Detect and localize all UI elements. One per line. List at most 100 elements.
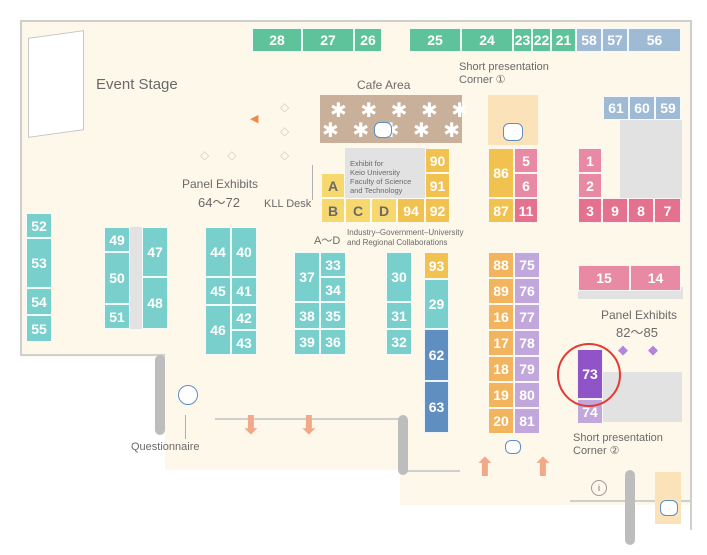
booth-62[interactable]: 62 (424, 329, 449, 381)
booth-21[interactable]: 21 (551, 28, 576, 52)
entrance-arrow-4-icon: ⬆ (532, 452, 554, 482)
event-stage-label: Event Stage (96, 76, 178, 93)
booth-60[interactable]: 60 (629, 96, 655, 120)
booth-33[interactable]: 33 (320, 252, 346, 277)
booth-78[interactable]: 78 (514, 330, 540, 356)
booth-36[interactable]: 36 (320, 329, 346, 355)
booth-6[interactable]: 6 (514, 173, 538, 198)
booth-9[interactable]: 9 (602, 198, 628, 223)
booth-47[interactable]: 47 (142, 227, 168, 277)
booth-80[interactable]: 80 (514, 382, 540, 408)
booth-90[interactable]: 90 (425, 148, 450, 173)
booth-d[interactable]: D (371, 198, 397, 223)
booth-24[interactable]: 24 (461, 28, 513, 52)
panel-exhibit-panels-3: ◆◆ (618, 342, 678, 357)
booth-38[interactable]: 38 (294, 302, 320, 329)
booth-40[interactable]: 40 (231, 227, 257, 277)
booth-1[interactable]: 1 (578, 148, 602, 173)
workstation-icon-81 (505, 440, 521, 454)
booth-57[interactable]: 57 (602, 28, 628, 52)
short-presentation-1-line1: Short presentation (459, 61, 549, 73)
booth-79[interactable]: 79 (514, 356, 540, 382)
booth-16[interactable]: 16 (488, 304, 514, 330)
booth-50[interactable]: 50 (104, 252, 130, 304)
booth-46[interactable]: 46 (205, 305, 231, 355)
booth-15[interactable]: 15 (578, 265, 630, 291)
booth-19[interactable]: 19 (488, 382, 514, 408)
booth-93[interactable]: 93 (424, 252, 449, 279)
booth-44[interactable]: 44 (205, 227, 231, 277)
booth-22[interactable]: 22 (532, 28, 551, 52)
booth-61[interactable]: 61 (603, 96, 629, 120)
booth-a[interactable]: A (321, 173, 345, 198)
booth-76[interactable]: 76 (514, 278, 540, 304)
cafe-table-icons-row2: ✱ ✱ ✱ ✱ ✱ (322, 120, 465, 142)
booth-41[interactable]: 41 (231, 277, 257, 305)
booth-34[interactable]: 34 (320, 277, 346, 302)
wall-lower-right (690, 280, 692, 530)
booth-11[interactable]: 11 (514, 198, 538, 223)
booth-94[interactable]: 94 (397, 198, 425, 223)
keio-line3: Faculty of Science (350, 177, 412, 186)
booth-31[interactable]: 31 (386, 302, 412, 329)
booth-26[interactable]: 26 (354, 28, 382, 52)
booth-48[interactable]: 48 (142, 277, 168, 329)
questionnaire-label: Questionnaire (131, 441, 200, 453)
outer-wall (20, 20, 692, 356)
booth-b[interactable]: B (321, 198, 345, 223)
wall-bottom-left (20, 354, 165, 356)
workstation-icon-corner2 (660, 500, 678, 516)
booth-63[interactable]: 63 (424, 381, 449, 433)
collab-line2: and Regional Collaborations (347, 238, 448, 247)
booth-5[interactable]: 5 (514, 148, 538, 173)
booth-59[interactable]: 59 (655, 96, 681, 120)
booth-53[interactable]: 53 (26, 238, 52, 288)
wall-entrance (215, 418, 400, 420)
booth-29[interactable]: 29 (424, 279, 449, 329)
booth-92[interactable]: 92 (425, 198, 450, 223)
booth-c[interactable]: C (345, 198, 371, 223)
booth-23[interactable]: 23 (513, 28, 532, 52)
booth-7[interactable]: 7 (654, 198, 681, 223)
booth-56[interactable]: 56 (628, 28, 681, 52)
booth-3[interactable]: 3 (578, 198, 602, 223)
booth-91[interactable]: 91 (425, 173, 450, 198)
booth-43[interactable]: 43 (231, 330, 257, 355)
booth-55[interactable]: 55 (26, 315, 52, 342)
booth-87[interactable]: 87 (488, 198, 514, 223)
booth-14[interactable]: 14 (630, 265, 681, 291)
booth-81[interactable]: 81 (514, 408, 540, 434)
booth-58[interactable]: 58 (576, 28, 602, 52)
booth-2[interactable]: 2 (578, 173, 602, 198)
collab-line1: Industry–Government–University (347, 228, 464, 237)
booth-18[interactable]: 18 (488, 356, 514, 382)
booth-51[interactable]: 51 (104, 304, 130, 329)
booth-54[interactable]: 54 (26, 288, 52, 315)
booth-77[interactable]: 77 (514, 304, 540, 330)
booth-25[interactable]: 25 (409, 28, 461, 52)
booth-39[interactable]: 39 (294, 329, 320, 355)
booth-52[interactable]: 52 (26, 213, 52, 238)
booth-86[interactable]: 86 (488, 148, 514, 198)
booth-28[interactable]: 28 (252, 28, 302, 52)
booth-49[interactable]: 49 (104, 227, 130, 252)
booth-89[interactable]: 89 (488, 278, 514, 304)
booth-20[interactable]: 20 (488, 408, 514, 434)
booth-45[interactable]: 45 (205, 277, 231, 305)
cafe-area-label: Cafe Area (357, 78, 411, 92)
collab-prefix: A～D (314, 235, 341, 247)
booth-30[interactable]: 30 (386, 252, 412, 302)
booth-42[interactable]: 42 (231, 305, 257, 330)
booth-35[interactable]: 35 (320, 302, 346, 329)
booth-17[interactable]: 17 (488, 330, 514, 356)
pillar-left (155, 355, 165, 435)
entrance-arrow-3-icon: ⬆ (474, 452, 496, 482)
workstation-icon-questionnaire (178, 385, 198, 405)
booth-27[interactable]: 27 (302, 28, 354, 52)
booth-75[interactable]: 75 (514, 252, 540, 278)
short-presentation-2-line2: Corner ② (573, 445, 620, 457)
booth-8[interactable]: 8 (628, 198, 654, 223)
booth-37[interactable]: 37 (294, 252, 320, 302)
booth-32[interactable]: 32 (386, 329, 412, 355)
booth-88[interactable]: 88 (488, 252, 514, 278)
